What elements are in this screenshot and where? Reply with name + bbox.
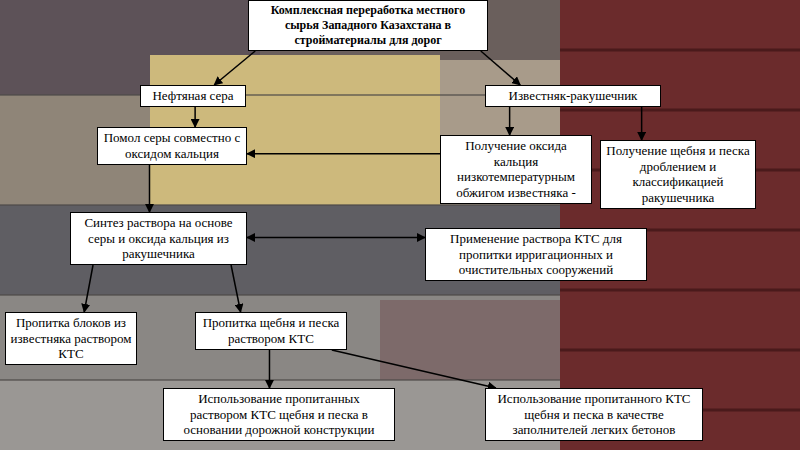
arrow-connector xyxy=(84,265,93,312)
box-text: Применение раствора КТС для пропитки ирр… xyxy=(430,231,642,278)
process-box: Получение оксида кальция низкотемператур… xyxy=(440,135,592,204)
box-text: Пропитка щебня и песка раствором КТС xyxy=(200,315,342,346)
arrow-connector xyxy=(509,107,511,135)
box-text: Использование пропитанных раствором КТС … xyxy=(168,391,390,438)
arrow-connector xyxy=(247,153,440,155)
process-box: Применение раствора КТС для пропитки ирр… xyxy=(425,228,647,281)
process-box: Помол серы совместно с оксидом кальция xyxy=(97,127,247,165)
process-box: Использование пропитанного КТС щебня и п… xyxy=(485,388,703,441)
arrow-connector xyxy=(481,51,520,85)
process-box: Известняк-ракушечник xyxy=(485,85,661,107)
arrow-connector xyxy=(332,350,496,388)
process-box: Пропитка блоков из известняка раствором … xyxy=(5,312,137,365)
process-box: Пропитка щебня и песка раствором КТС xyxy=(195,312,347,350)
box-text: Пропитка блоков из известняка раствором … xyxy=(10,315,132,362)
arrow-connector xyxy=(247,237,425,239)
process-box: Нефтяная сера xyxy=(140,85,246,107)
box-text: Помол серы совместно с оксидом кальция xyxy=(102,130,242,161)
arrow-connector xyxy=(269,350,271,388)
box-text: Комплексная переработка местного сырья З… xyxy=(253,3,483,48)
box-text: Нефтяная сера xyxy=(145,88,241,104)
box-text: Использование пропитанного КТС щебня и п… xyxy=(490,391,698,438)
arrow-connector xyxy=(214,51,255,85)
arrow-connector xyxy=(641,107,643,140)
arrow-connector xyxy=(231,265,241,312)
process-box: Использование пропитанных раствором КТС … xyxy=(163,388,395,441)
box-text: Получение щебня и песка дроблением и кла… xyxy=(605,143,751,205)
process-box: Получение щебня и песка дроблением и кла… xyxy=(600,140,756,209)
box-text: Получение оксида кальция низкотемператур… xyxy=(445,138,587,200)
arrow-connector xyxy=(149,165,151,212)
box-text: Известняк-ракушечник xyxy=(490,88,656,104)
title-box: Комплексная переработка местного сырья З… xyxy=(248,0,488,51)
box-text: Синтез раствора на основе серы и оксида … xyxy=(75,215,242,262)
arrow-connector xyxy=(194,107,196,127)
process-box: Синтез раствора на основе серы и оксида … xyxy=(70,212,247,265)
